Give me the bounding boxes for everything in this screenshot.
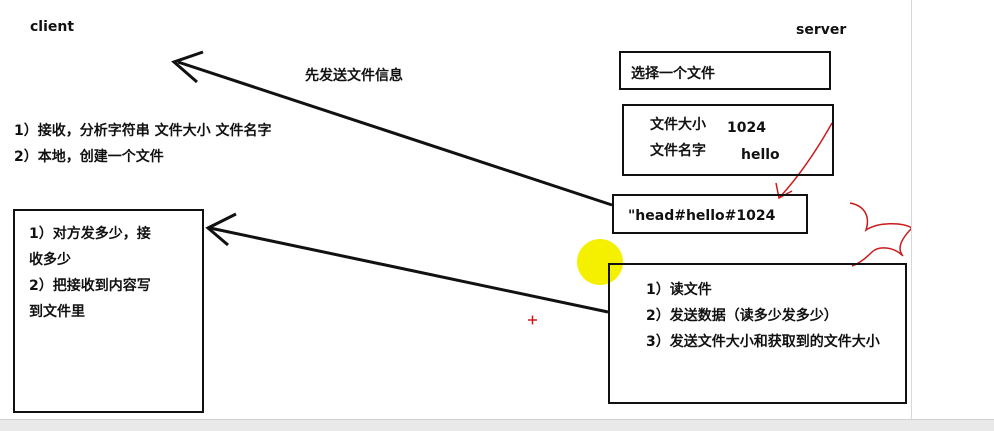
client-receive-box: 1）对方发多少，接 收多少 2）把接收到内容写 到文件里 <box>13 209 204 413</box>
cursor-highlight <box>577 239 623 285</box>
client-title: client <box>30 19 75 35</box>
server-title: server <box>796 22 847 38</box>
red-scribble <box>849 202 914 267</box>
arrow-head-header-to-client <box>171 50 204 84</box>
header-string-text: "head#hello#1024 <box>628 208 776 224</box>
server-file-info-box: 文件大小 1024 文件名字 hello <box>622 104 834 176</box>
client-box-line-4: 到文件里 <box>29 304 85 320</box>
status-bar <box>0 419 994 431</box>
client-box-line-3: 2）把接收到内容写 <box>29 278 151 294</box>
header-string-box: "head#hello#1024 <box>612 194 808 234</box>
file-size-label: 文件大小 <box>650 117 706 133</box>
file-size-value: 1024 <box>727 120 766 136</box>
server-step-2: 2）发送数据（读多少发多少） <box>646 308 838 324</box>
client-box-line-2: 收多少 <box>29 252 71 268</box>
server-step-3: 3）发送文件大小和获取到的文件大小 <box>646 334 880 350</box>
client-step-1: 1）接收，分析字符串 文件大小 文件名字 <box>14 123 272 139</box>
file-name-label: 文件名字 <box>650 143 706 159</box>
file-name-value: hello <box>741 147 780 163</box>
right-panel-edge <box>911 0 994 420</box>
arrow-line-steps-to-clientbox <box>209 226 609 314</box>
client-step-2: 2）本地，创建一个文件 <box>14 149 164 165</box>
server-steps-box: 1）读文件 2）发送数据（读多少发多少） 3）发送文件大小和获取到的文件大小 <box>608 263 907 404</box>
red-annotation-arrowhead <box>775 182 793 200</box>
send-info-label: 先发送文件信息 <box>305 68 403 84</box>
arrow-line-header-to-client <box>177 60 613 207</box>
client-box-line-1: 1）对方发多少，接 <box>29 226 151 242</box>
red-annotation-arrow <box>779 122 833 198</box>
arrow-head-steps-to-clientbox <box>205 212 237 247</box>
server-select-file-box: 选择一个文件 <box>619 51 831 90</box>
server-select-file-text: 选择一个文件 <box>631 66 715 82</box>
server-step-1: 1）读文件 <box>646 282 712 298</box>
